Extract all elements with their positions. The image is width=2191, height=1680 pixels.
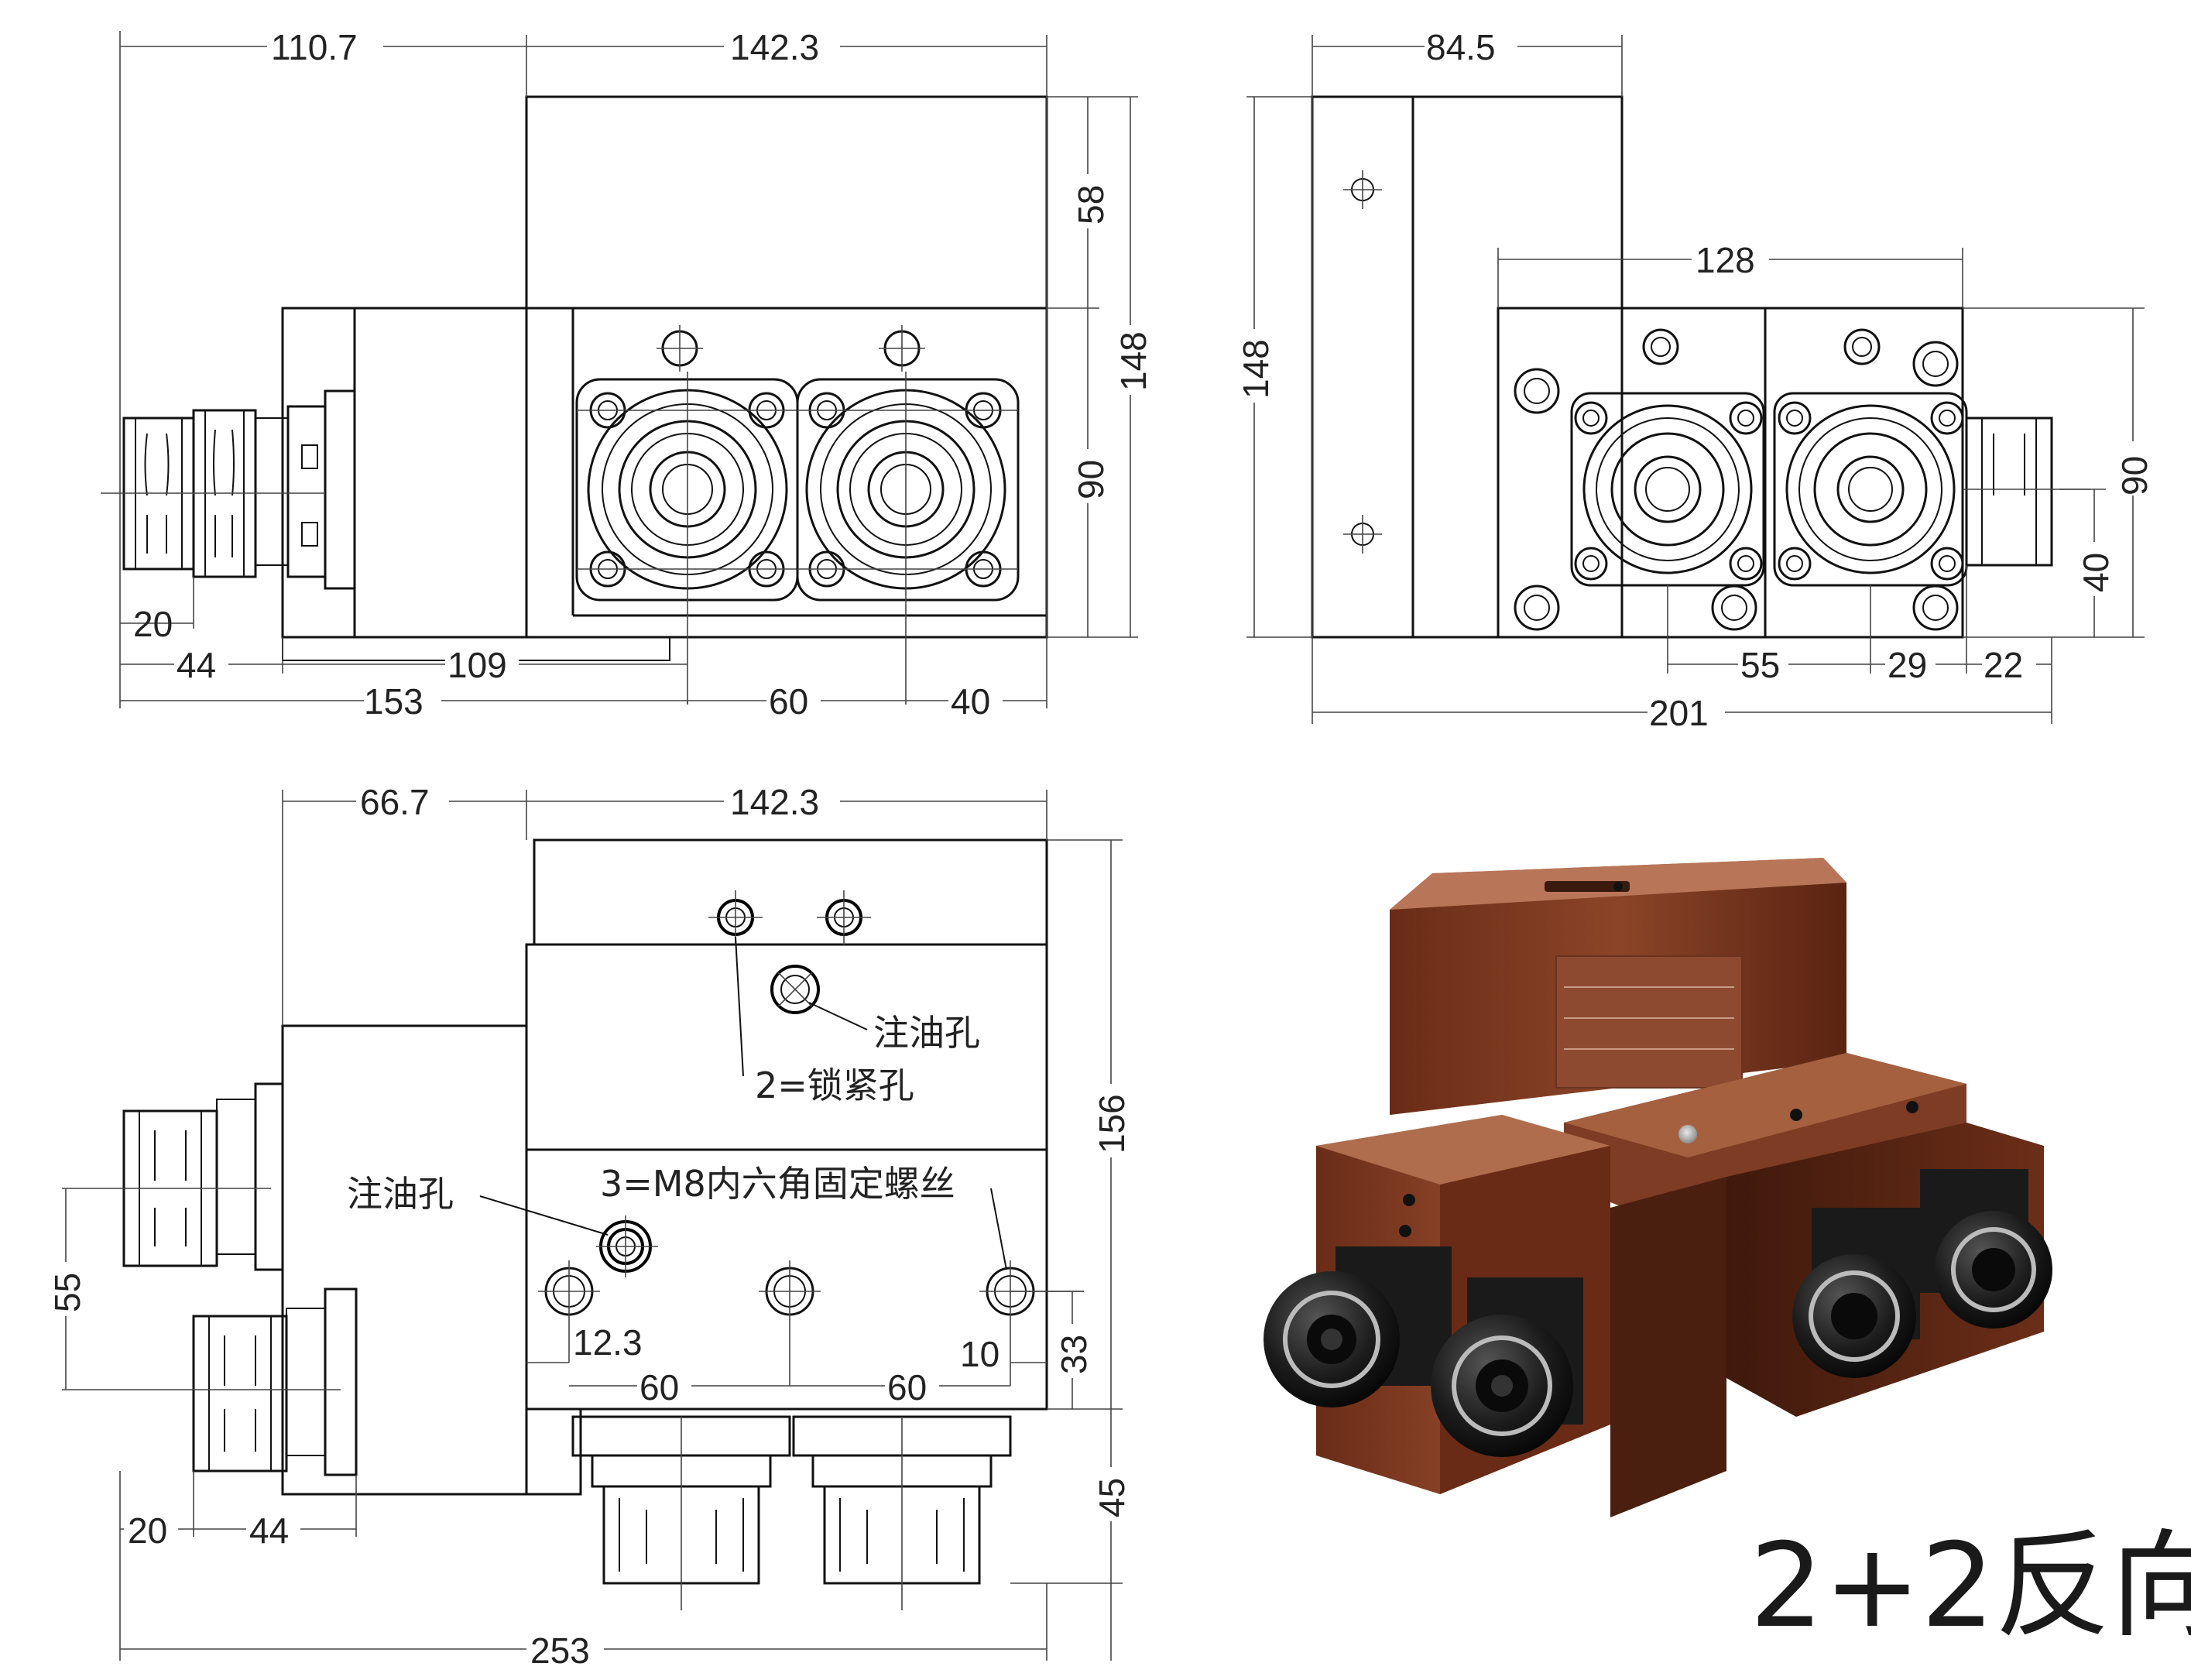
dim-front-40: 40 <box>951 681 990 722</box>
dim-side-90: 90 <box>2114 456 2155 495</box>
dim-top-20: 20 <box>128 1510 167 1551</box>
dim-front-90: 90 <box>1071 460 1111 499</box>
front-view <box>101 31 1138 708</box>
dim-front-60: 60 <box>769 681 808 722</box>
top-view <box>62 790 1123 1661</box>
dim-front-44: 44 <box>177 645 216 685</box>
dim-top-253: 253 <box>530 1630 590 1671</box>
side-view-dims: 84.5 128 148 90 40 55 29 22 201 <box>1236 27 2155 733</box>
dim-side-84: 84.5 <box>1426 27 1496 67</box>
top-view-notes: 注油孔 2=锁紧孔 注油孔 3=M8内六角固定螺丝 <box>347 1012 980 1215</box>
dim-front-142: 142.3 <box>730 27 819 67</box>
dim-top-66: 66.7 <box>360 782 430 822</box>
dim-top-55: 55 <box>47 1273 87 1312</box>
dim-front-58: 58 <box>1071 185 1111 225</box>
note-fixing-screws: 3=M8内六角固定螺丝 <box>600 1163 955 1205</box>
dim-top-10: 10 <box>960 1334 999 1374</box>
dim-side-22: 22 <box>1984 645 2023 685</box>
spindle-face-left <box>575 372 799 705</box>
dim-top-60a: 60 <box>639 1367 679 1407</box>
note-oil-hole-lower: 注油孔 <box>347 1173 454 1215</box>
dim-front-153: 153 <box>364 681 423 722</box>
dim-front-148: 148 <box>1113 331 1154 391</box>
front-view-dims: 110.7 142.3 58 148 90 20 44 109 153 60 4… <box>133 27 1154 722</box>
product-render <box>1264 858 2052 1517</box>
caption-title: 2+2反向 <box>1750 1519 2191 1654</box>
dim-top-44: 44 <box>249 1510 289 1551</box>
side-view <box>1246 35 2145 724</box>
note-lock-holes: 2=锁紧孔 <box>755 1065 914 1106</box>
dim-side-128: 128 <box>1696 240 1755 280</box>
dim-side-148: 148 <box>1236 339 1276 399</box>
dim-top-156: 156 <box>1092 1094 1132 1154</box>
dim-top-60b: 60 <box>887 1367 927 1407</box>
dim-side-55: 55 <box>1740 645 1780 685</box>
dim-side-40: 40 <box>2076 553 2116 592</box>
dim-top-142: 142.3 <box>730 782 819 822</box>
dim-top-33: 33 <box>1054 1335 1094 1374</box>
spindle-face-right <box>796 372 1020 705</box>
note-oil-hole-upper: 注油孔 <box>873 1012 980 1054</box>
dim-front-109: 109 <box>447 645 507 685</box>
dim-side-29: 29 <box>1888 645 1927 685</box>
dim-front-20: 20 <box>133 604 173 644</box>
dim-side-201: 201 <box>1649 693 1709 733</box>
dim-top-45: 45 <box>1092 1478 1132 1517</box>
dim-front-110: 110.7 <box>271 27 358 67</box>
top-view-dims: 66.7 142.3 156 33 45 55 20 44 253 12.3 6… <box>47 782 1132 1671</box>
dim-top-12: 12.3 <box>573 1322 643 1363</box>
